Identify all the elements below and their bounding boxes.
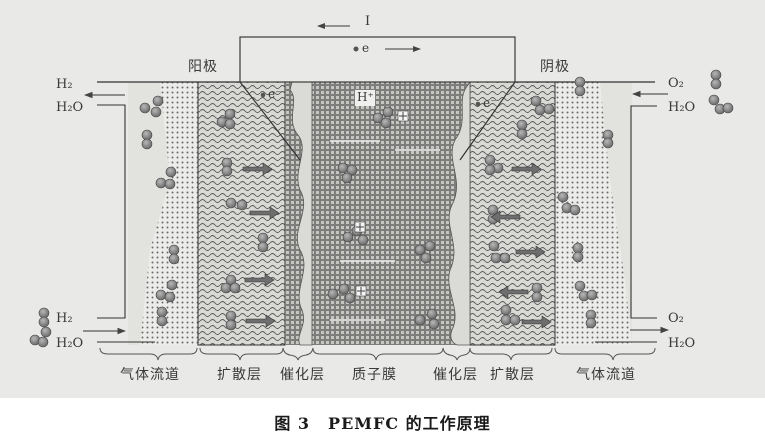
cathode-gas-channel: [555, 82, 632, 345]
diffusion-arrows: [242, 162, 552, 329]
cathode-electron-dot-icon: [475, 101, 481, 107]
anode-label: 阳极: [188, 59, 218, 75]
molecules: [29, 69, 734, 348]
plus-glyphs: [356, 112, 407, 295]
current-label: I: [365, 14, 371, 29]
figure-page: I e 阳极 阴极 H₂ H₂O H₂ H₂O O₂ H₂O O₂ H₂O e⁻…: [0, 0, 765, 398]
layer-label-anode-gas-channel: 气体流道: [120, 367, 180, 383]
layer-label-cathode-diffusion: 扩散层: [490, 367, 535, 383]
cathode-outlet-o2: O₂: [668, 311, 684, 326]
cathode-outlet-h2o: H₂O: [668, 336, 696, 351]
anode-gas-channel: [128, 82, 198, 345]
anode-wire: [239, 81, 301, 161]
anode-outlet-h2: H₂: [56, 77, 73, 92]
layer-label-anode-catalyst: 催化层: [280, 367, 325, 383]
anode-electron-dot-icon: [260, 92, 266, 98]
anode-inlet-h2o: H₂O: [56, 336, 84, 351]
layer-label-cathode-catalyst: 催化层: [433, 367, 478, 383]
anode-catalyst-layer: [285, 81, 313, 346]
external-circuit: [239, 23, 516, 83]
layer-label-anode-diffusion: 扩散层: [217, 367, 262, 383]
pemfc-diagram: [29, 23, 734, 361]
layer-label-cathode-gas-channel: 气体流道: [576, 367, 636, 383]
proton-label-box: [355, 90, 375, 106]
anode-electron-label: e⁻: [268, 87, 282, 101]
caption-prefix: 图 3: [274, 414, 311, 433]
anode-flow-lines: [83, 91, 155, 343]
cathode-diffusion-layer: [469, 81, 556, 346]
cathode-flow-lines: [595, 90, 670, 343]
cathode-inlet-h2o: H₂O: [668, 100, 696, 115]
proton-membrane: [312, 82, 445, 345]
proton-arrows: [330, 140, 440, 321]
cathode-catalyst-layer: [445, 80, 471, 346]
electron-label: e: [362, 41, 370, 55]
cathode-label: 阴极: [540, 59, 570, 75]
electron-dot-icon: [353, 46, 359, 52]
cathode-wire: [459, 81, 516, 161]
cathode-electron-label: e⁻: [483, 96, 497, 110]
anode-inlet-h2: H₂: [56, 311, 73, 326]
caption-title: PEMFC 的工作原理: [328, 414, 491, 433]
figure-caption: 图 3 PEMFC 的工作原理: [0, 410, 765, 434]
proton-label: H⁺: [357, 90, 374, 104]
layer-braces: [99, 347, 656, 361]
layer-label-membrane: 质子膜: [352, 367, 397, 383]
anode-outlet-h2o: H₂O: [56, 100, 84, 115]
cathode-inlet-o2: O₂: [668, 76, 684, 91]
